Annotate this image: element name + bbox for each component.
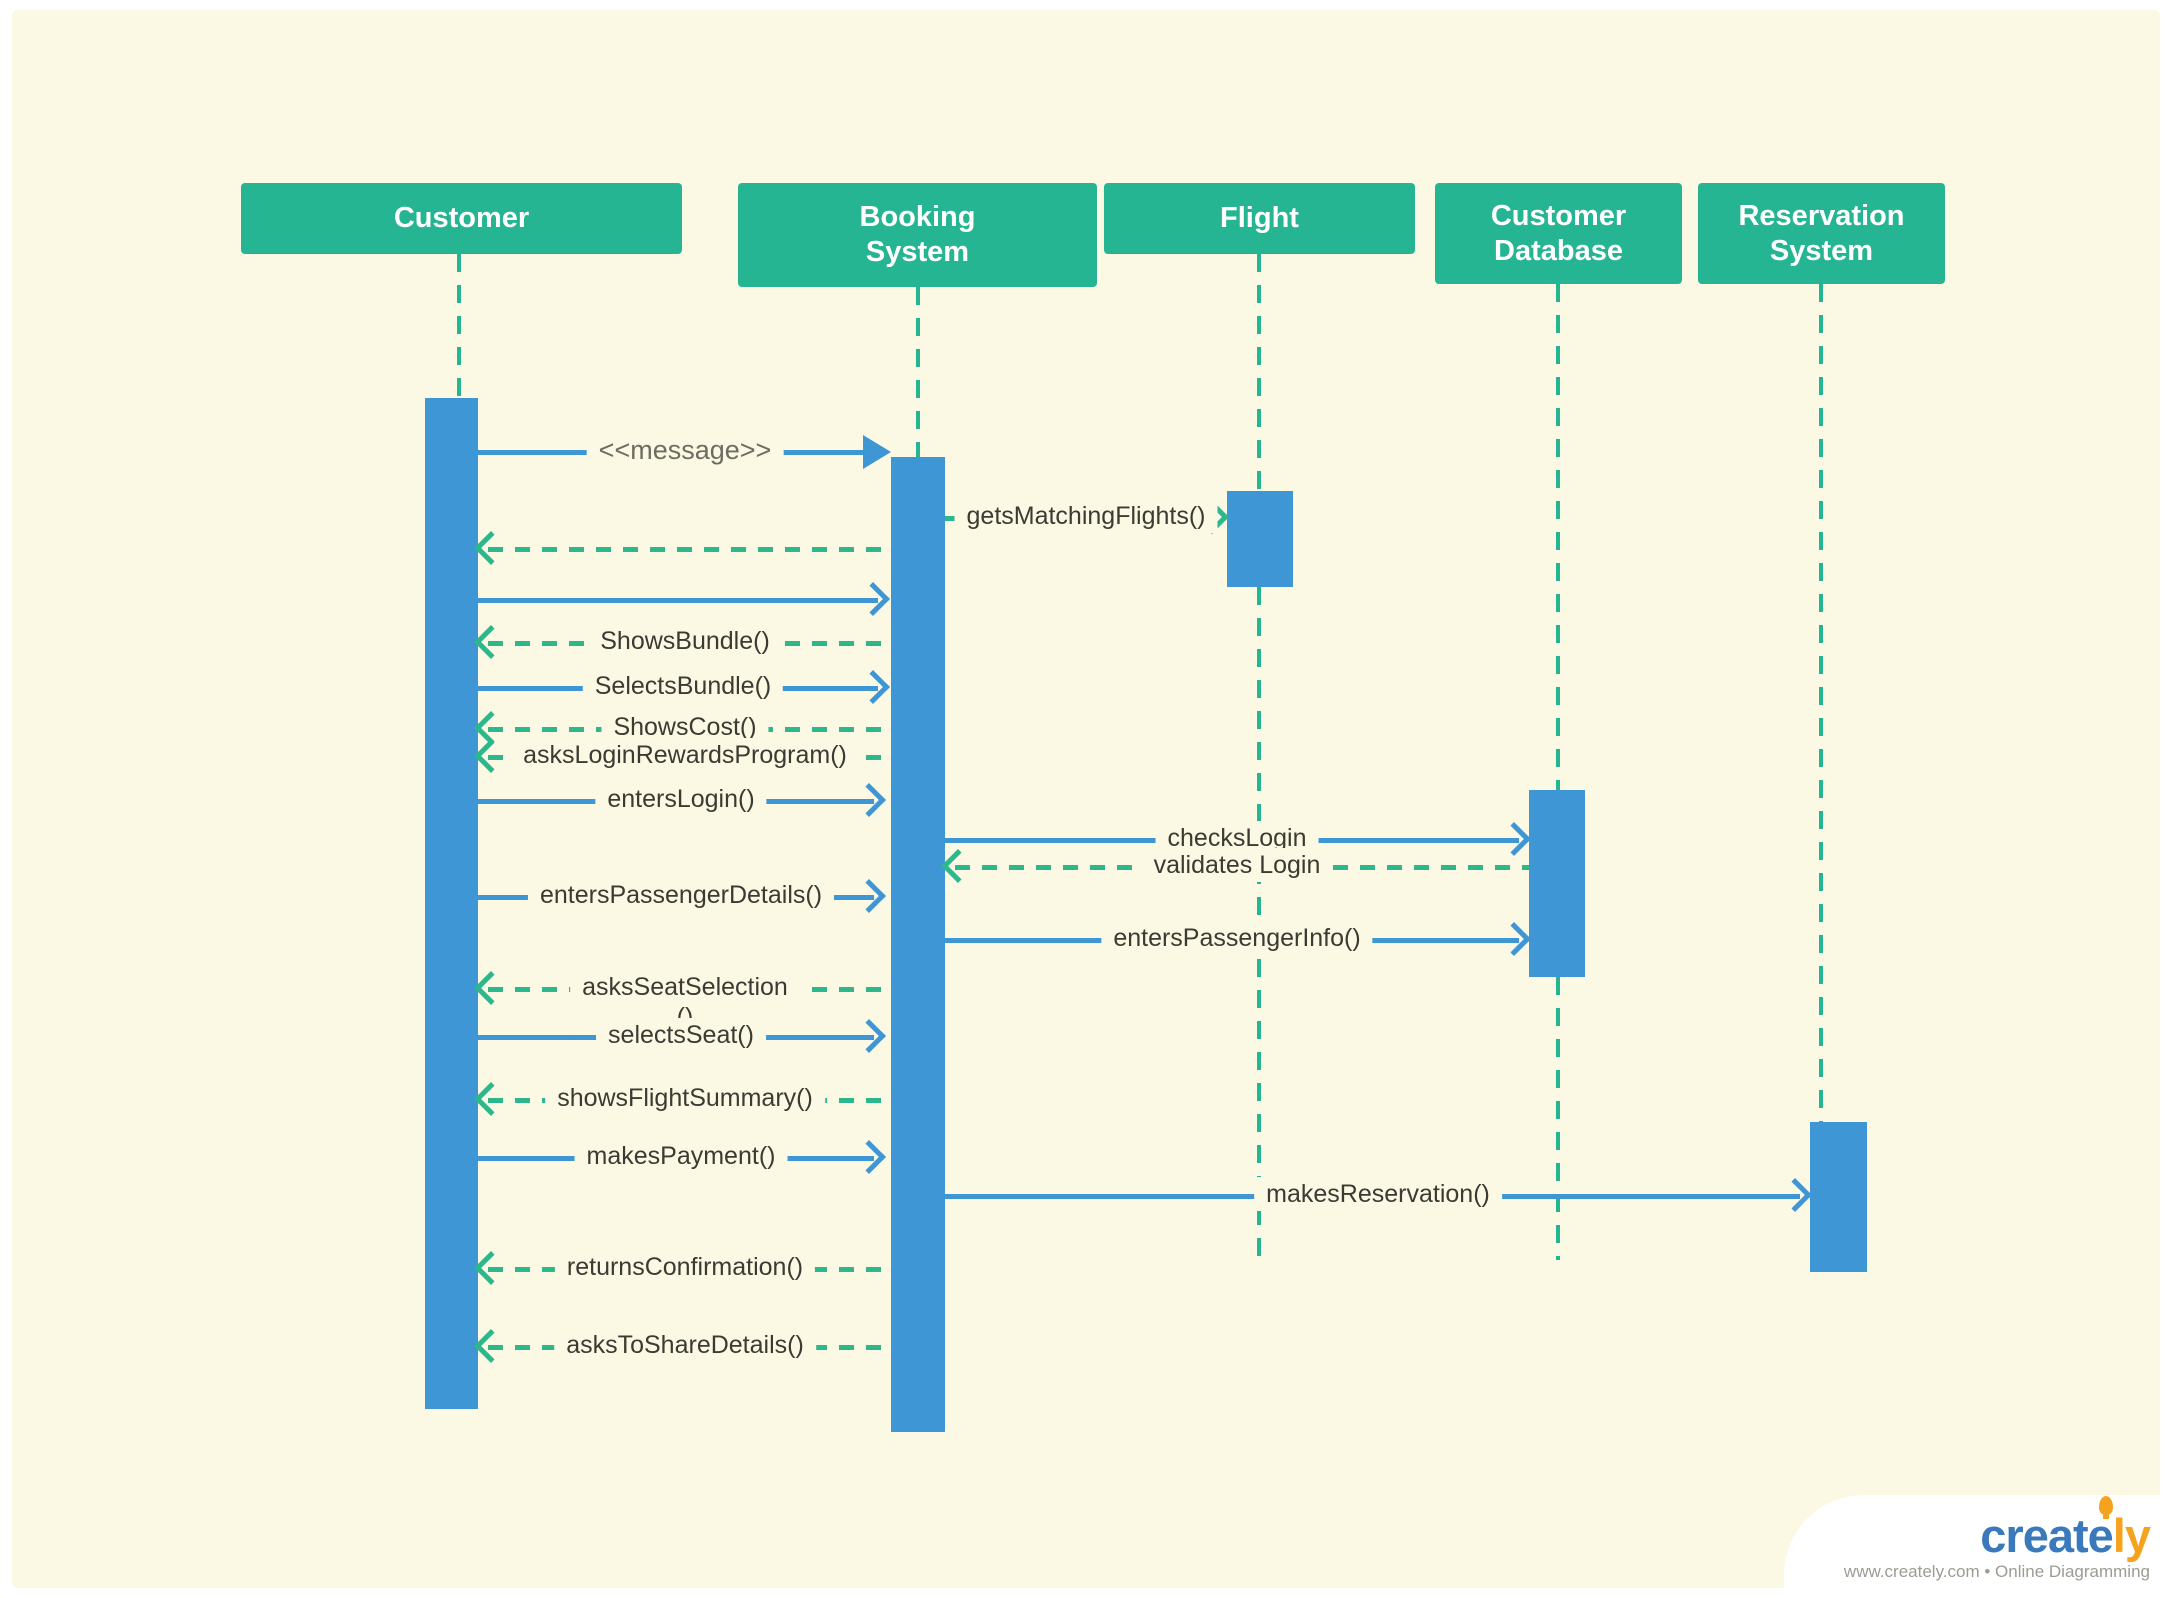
creately-watermark[interactable]: creately www.creately.com • Online Diagr… — [1783, 1495, 2160, 1588]
message-label-12: entersPassengerInfo() — [1101, 921, 1373, 955]
arrowhead-open-right-icon — [856, 670, 890, 704]
arrowhead-open-left-icon — [474, 1082, 508, 1116]
creately-logo-text-orange: ly — [2112, 1509, 2151, 1562]
activation-flight — [1227, 491, 1293, 587]
arrowhead-open-left-icon — [474, 1329, 508, 1363]
message-label-11: entersPassengerDetails() — [527, 878, 835, 912]
message-label-19: asksToShareDetails() — [554, 1328, 816, 1362]
arrowhead-open-right-icon — [852, 1019, 886, 1053]
creately-logo-text-blue: create — [1980, 1509, 2113, 1562]
participant-booking-system: Booking System — [738, 183, 1097, 287]
arrowhead-open-right-icon — [1497, 822, 1531, 856]
activation-customer — [425, 398, 478, 1409]
lifeline-customer — [457, 254, 461, 398]
arrowhead-open-right-icon — [852, 879, 886, 913]
lifeline-customer-database — [1556, 977, 1560, 1260]
message-label-14: selectsSeat() — [596, 1018, 766, 1052]
arrowhead-open-right-icon — [1497, 922, 1531, 956]
participant-reservation-system: Reservation System — [1698, 183, 1945, 284]
message-line-3 — [478, 598, 878, 603]
arrowhead-open-left-icon — [474, 1251, 508, 1285]
message-label-1: getsMatchingFlights() — [954, 499, 1218, 533]
message-line-2 — [488, 547, 891, 552]
arrowhead-open-left-icon — [474, 531, 508, 565]
message-label-5: SelectsBundle() — [582, 669, 784, 703]
lifeline-reservation-system — [1819, 284, 1823, 1122]
arrowhead-open-left-icon — [474, 625, 508, 659]
message-label-15: showsFlightSummary() — [545, 1081, 825, 1115]
message-label-4: ShowsBundle() — [588, 624, 782, 658]
arrowhead-filled-right-icon — [863, 435, 891, 469]
arrowhead-open-left-icon — [941, 849, 975, 883]
arrowhead-open-right-icon — [852, 783, 886, 817]
message-label-17: makesReservation() — [1254, 1177, 1502, 1211]
arrowhead-open-right-icon — [1778, 1178, 1812, 1212]
activation-booking-system — [891, 457, 945, 1432]
lifeline-flight — [1257, 254, 1261, 491]
message-label-16: makesPayment() — [574, 1139, 788, 1173]
arrowhead-open-left-icon — [474, 739, 508, 773]
activation-customer-database — [1529, 790, 1585, 977]
message-label-0: <<message>> — [586, 433, 784, 467]
message-label-18: returnsConfirmation() — [554, 1250, 816, 1284]
participant-customer: Customer — [241, 183, 682, 254]
participant-customer-database: Customer Database — [1435, 183, 1682, 284]
watermark-tagline: www.creately.com • Online Diagramming — [1843, 1562, 2150, 1581]
lifeline-customer-database — [1556, 284, 1560, 790]
message-label-7: asksLoginRewardsProgram() — [511, 738, 859, 772]
arrowhead-open-left-icon — [474, 971, 508, 1005]
lightbulb-icon — [2099, 1496, 2113, 1519]
arrowhead-open-right-icon — [852, 1140, 886, 1174]
message-label-10: validates Login — [1141, 848, 1333, 882]
arrowhead-open-right-icon — [856, 582, 890, 616]
participant-flight: Flight — [1104, 183, 1415, 254]
activation-reservation-system — [1810, 1122, 1867, 1272]
message-label-8: entersLogin() — [595, 782, 767, 816]
lifeline-booking-system — [916, 287, 920, 457]
creately-logo: creately — [1844, 1496, 2151, 1559]
